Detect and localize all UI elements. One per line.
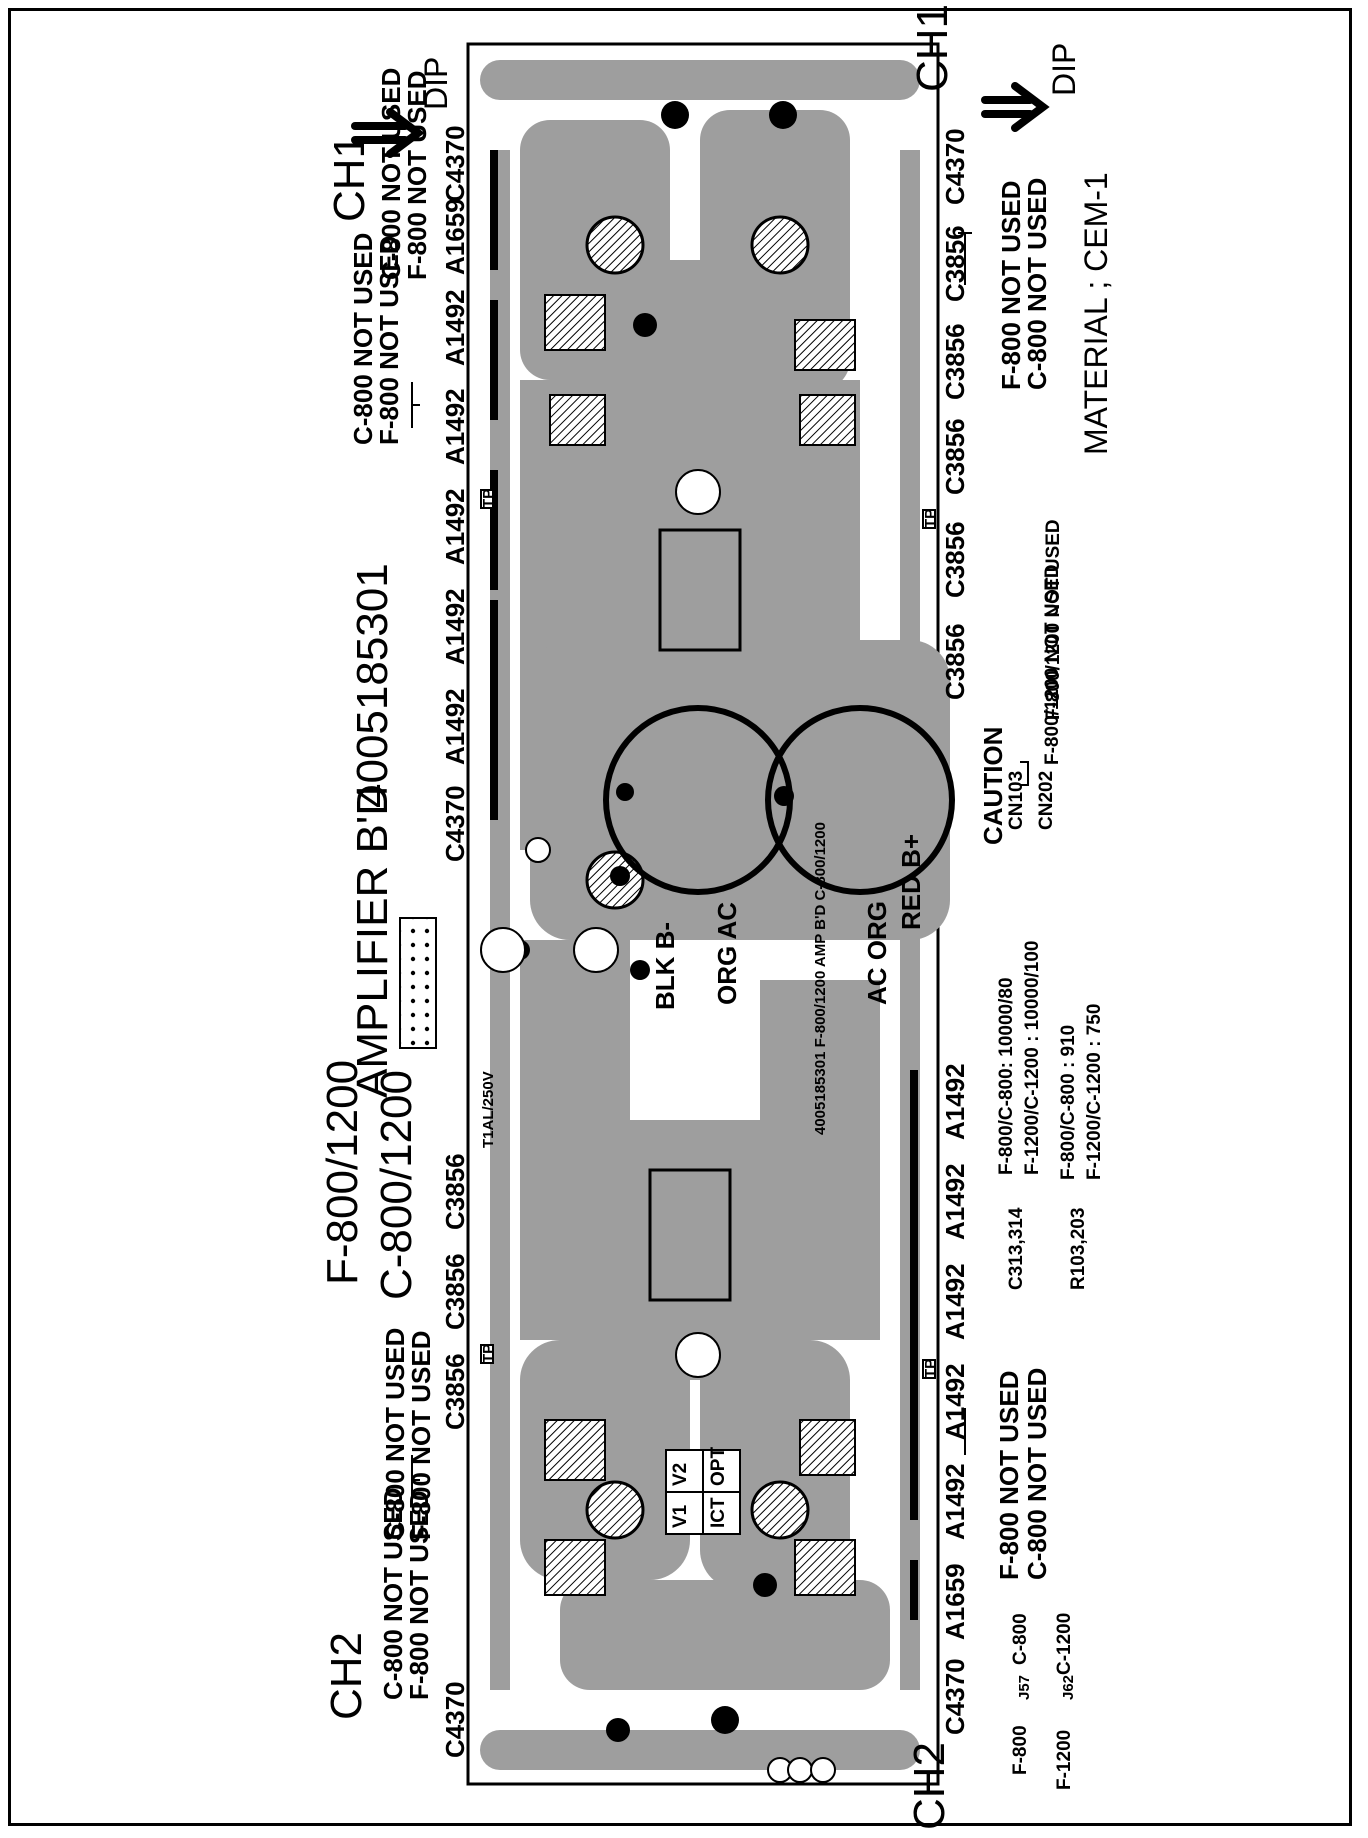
transistor-label: C3856 [940,521,970,598]
board-mark-blk-b: BLK B- [650,921,680,1010]
transistor-label: A1492 [940,1363,970,1440]
ch1-label-right: CH1 [908,3,957,92]
spec-c313-b: F-1200/C-1200 : 10000/100 [1022,940,1043,1176]
jumper-row-1-model-b: C-800 [1010,1613,1031,1665]
transistor-label: A1492 [940,1163,970,1240]
not-used-note: F-800 NOT USED [402,70,432,281]
board-mark-v2: V2 [670,1462,691,1486]
spec-r103-b: F-1200/C-1200 : 750 [1084,1003,1105,1180]
spec-c313-a: F-800/C-800: 10000/80 [996,977,1017,1175]
transistor-label: C3856 [940,323,970,400]
board-mark-v1: V1 [670,1504,691,1528]
board-mark-opt: OPT [708,1446,729,1486]
transistor-label: A1492 [440,688,470,765]
transistor-label: A1659 [940,1563,970,1640]
spec-r103-a: F-800/C-800 : 910 [1058,1024,1079,1180]
board-title: AMPLIFIER B'D [348,783,397,1098]
transistor-label: A1492 [440,588,470,665]
caution-cn202: CN202 [1036,770,1057,830]
jumper-row-1-model: F-800 [1010,1725,1031,1775]
spec-r103-label: R103,203 [1068,1207,1089,1290]
transistor-label: C4370 [940,1658,970,1735]
test-point: TP [480,1343,497,1363]
board-mark-org-ac: ORG AC [712,901,742,1005]
not-used-note: C-800 NOT USED [1022,177,1052,390]
transistor-label: C4370 [440,785,470,862]
test-point: TP [922,508,939,528]
board-mark-pcb-no: 4005185301 F-800/1200 AMP B'D C-800/1200 [812,822,829,1135]
transistor-label: A1492 [440,488,470,565]
transistor-label: A1492 [940,1263,970,1340]
test-point: TP [922,1358,939,1378]
not-used-note: F-800 NOT USED [994,1370,1024,1581]
transistor-label: A1492 [940,1063,970,1140]
board-mark-ict: ICT [708,1497,729,1528]
transistor-label: C4370 [440,125,470,202]
jumper-row-2-j: J62 [1060,1674,1077,1700]
dip-label-right: DIP [1046,42,1082,96]
transistor-label: C3856 [940,418,970,495]
drawing-border [8,8,1352,1826]
transistor-label: C4370 [440,1681,470,1758]
transistor-label: C3856 [440,1153,470,1230]
material-label: MATERIAL ; CEM-1 [1078,172,1114,455]
board-mark-fuse: T1AL/250V [480,1071,497,1148]
board-mark-ac-org: AC ORG [862,901,892,1005]
part-number: 4005185301 [348,563,397,808]
transistor-label: A1659 [440,198,470,275]
jumper-row-2-model-b: C-1200 [1054,1612,1075,1675]
not-used-note: F-800 NOT USED [406,1330,436,1541]
jumper-row-2-model: F-1200 [1054,1729,1075,1790]
transistor-label: A1492 [440,388,470,465]
caution-cn103: CN103 [1006,770,1027,830]
transistor-label: C3856 [440,1353,470,1430]
caution-text: F-800/1200 NOT USED [1042,564,1063,765]
transistor-label: A1492 [940,1463,970,1540]
model-line-2: C-800/1200 [372,1070,421,1300]
transistor-label: C3856 [940,225,970,302]
test-point: TP [480,488,497,508]
not-used-note: C-800 NOT USED [1022,1367,1052,1580]
caution-title: CAUTION [978,726,1008,845]
transistor-label: C3856 [440,1253,470,1330]
transistor-label: C4370 [940,128,970,205]
ch2-label-bottom: CH2 [905,1741,954,1830]
ch1-label-top: CH1 [325,133,374,222]
spec-c313-label: C313,314 [1006,1207,1027,1290]
transistor-label: C3856 [940,623,970,700]
transistor-label: A1492 [440,289,470,366]
board-mark-red-b: RED B+ [896,833,926,930]
ch2-label-top: CH2 [322,1631,371,1720]
jumper-row-1-j: J57 [1016,1674,1033,1700]
